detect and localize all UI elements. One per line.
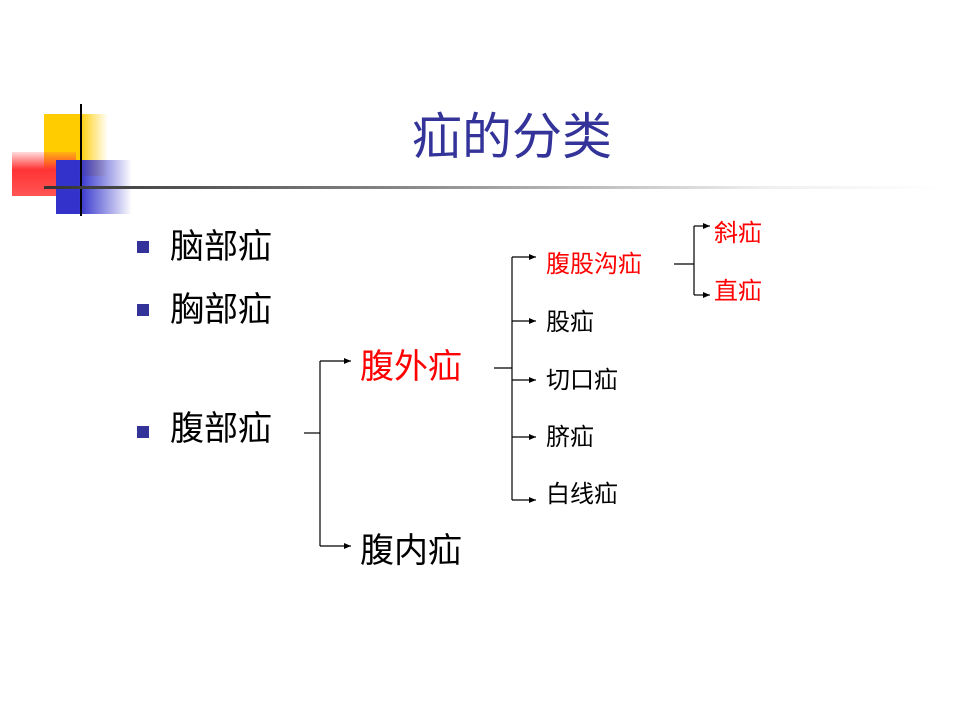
node-incisional-hernia: 切口疝 [546, 366, 618, 394]
bullet-marker [137, 426, 149, 438]
node-linea-alba-hernia: 白线疝 [546, 480, 618, 508]
node-internal-hernia: 腹内疝 [360, 531, 462, 571]
bullet-marker [137, 241, 149, 253]
page-title: 疝的分类 [412, 108, 612, 166]
title-underline [44, 186, 944, 189]
node-direct-hernia: 直疝 [714, 277, 762, 305]
node-indirect-hernia: 斜疝 [714, 219, 762, 247]
bullet-chest-hernia: 胸部疝 [170, 290, 272, 330]
node-inguinal-hernia: 腹股沟疝 [546, 250, 642, 278]
node-femoral-hernia: 股疝 [546, 308, 594, 336]
node-external-hernia: 腹外疝 [360, 347, 462, 387]
bullet-abdominal-hernia: 腹部疝 [170, 409, 272, 449]
bullet-marker [137, 304, 149, 316]
node-umbilical-hernia: 脐疝 [546, 423, 594, 451]
vertical-rule [80, 104, 82, 216]
bullet-brain-hernia: 脑部疝 [170, 227, 272, 267]
